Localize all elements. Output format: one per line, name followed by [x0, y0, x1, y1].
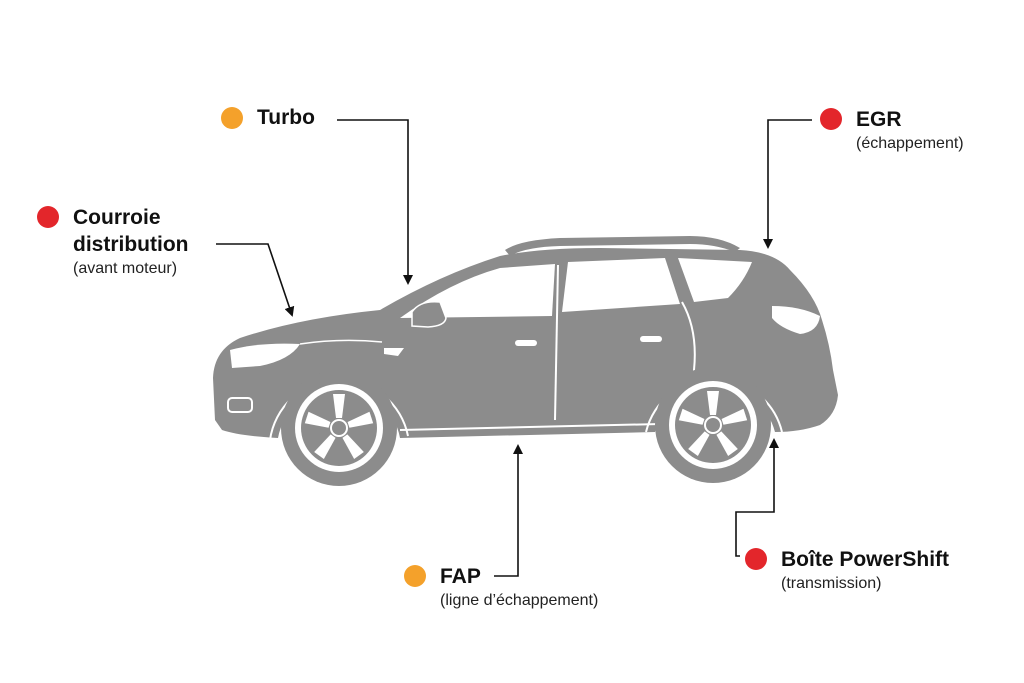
leader-boite: [735, 438, 779, 557]
rear-wheel: [655, 367, 771, 483]
tail-light: [772, 306, 820, 334]
leader-turbo: [337, 119, 413, 285]
hood-line: [299, 339, 383, 345]
rear-window: [562, 258, 680, 312]
status-dot-orange: [221, 107, 243, 129]
leader-egr: [763, 119, 812, 249]
callout-turbo: Turbo: [221, 104, 315, 131]
leader-courroie: [216, 243, 295, 317]
callout-subtitle: (ligne d’échappement): [440, 592, 599, 609]
callout-title: Boîte PowerShift: [781, 548, 950, 571]
rear-quarter-window: [678, 258, 752, 302]
callout-title: FAP: [440, 565, 481, 588]
door-handle-rear: [640, 336, 662, 342]
status-dot-red: [820, 108, 842, 130]
door-handle-front: [515, 340, 537, 346]
callout-egr: EGR (échappement): [820, 106, 964, 155]
status-dot-red: [37, 206, 59, 228]
door-line-rear: [681, 301, 696, 421]
leader-lines: [216, 119, 812, 577]
callout-boite: Boîte PowerShift (transmission): [745, 546, 950, 595]
front-vent: [384, 348, 404, 356]
door-line-front: [554, 264, 559, 421]
callout-title-line2: distribution: [73, 233, 189, 256]
callout-title: EGR: [856, 108, 902, 131]
status-dot-red: [745, 548, 767, 570]
callout-title: Turbo: [257, 106, 315, 129]
status-dot-orange: [404, 565, 426, 587]
callout-subtitle: (échappement): [856, 135, 964, 152]
callout-fap: FAP (ligne d’échappement): [404, 563, 599, 612]
leader-fap: [494, 444, 523, 577]
side-mirror: [411, 300, 447, 328]
front-wheel: [281, 370, 397, 486]
fog-light: [227, 397, 253, 413]
car-silhouette: [213, 236, 838, 486]
callout-title-line1: Courroie: [73, 206, 161, 229]
callout-subtitle: (avant moteur): [73, 260, 178, 277]
roof-rail: [505, 236, 740, 256]
sill-line: [399, 423, 661, 431]
callout-subtitle: (transmission): [781, 575, 882, 592]
callout-courroie: Courroie distribution (avant moteur): [37, 204, 189, 280]
headlight: [230, 343, 300, 368]
